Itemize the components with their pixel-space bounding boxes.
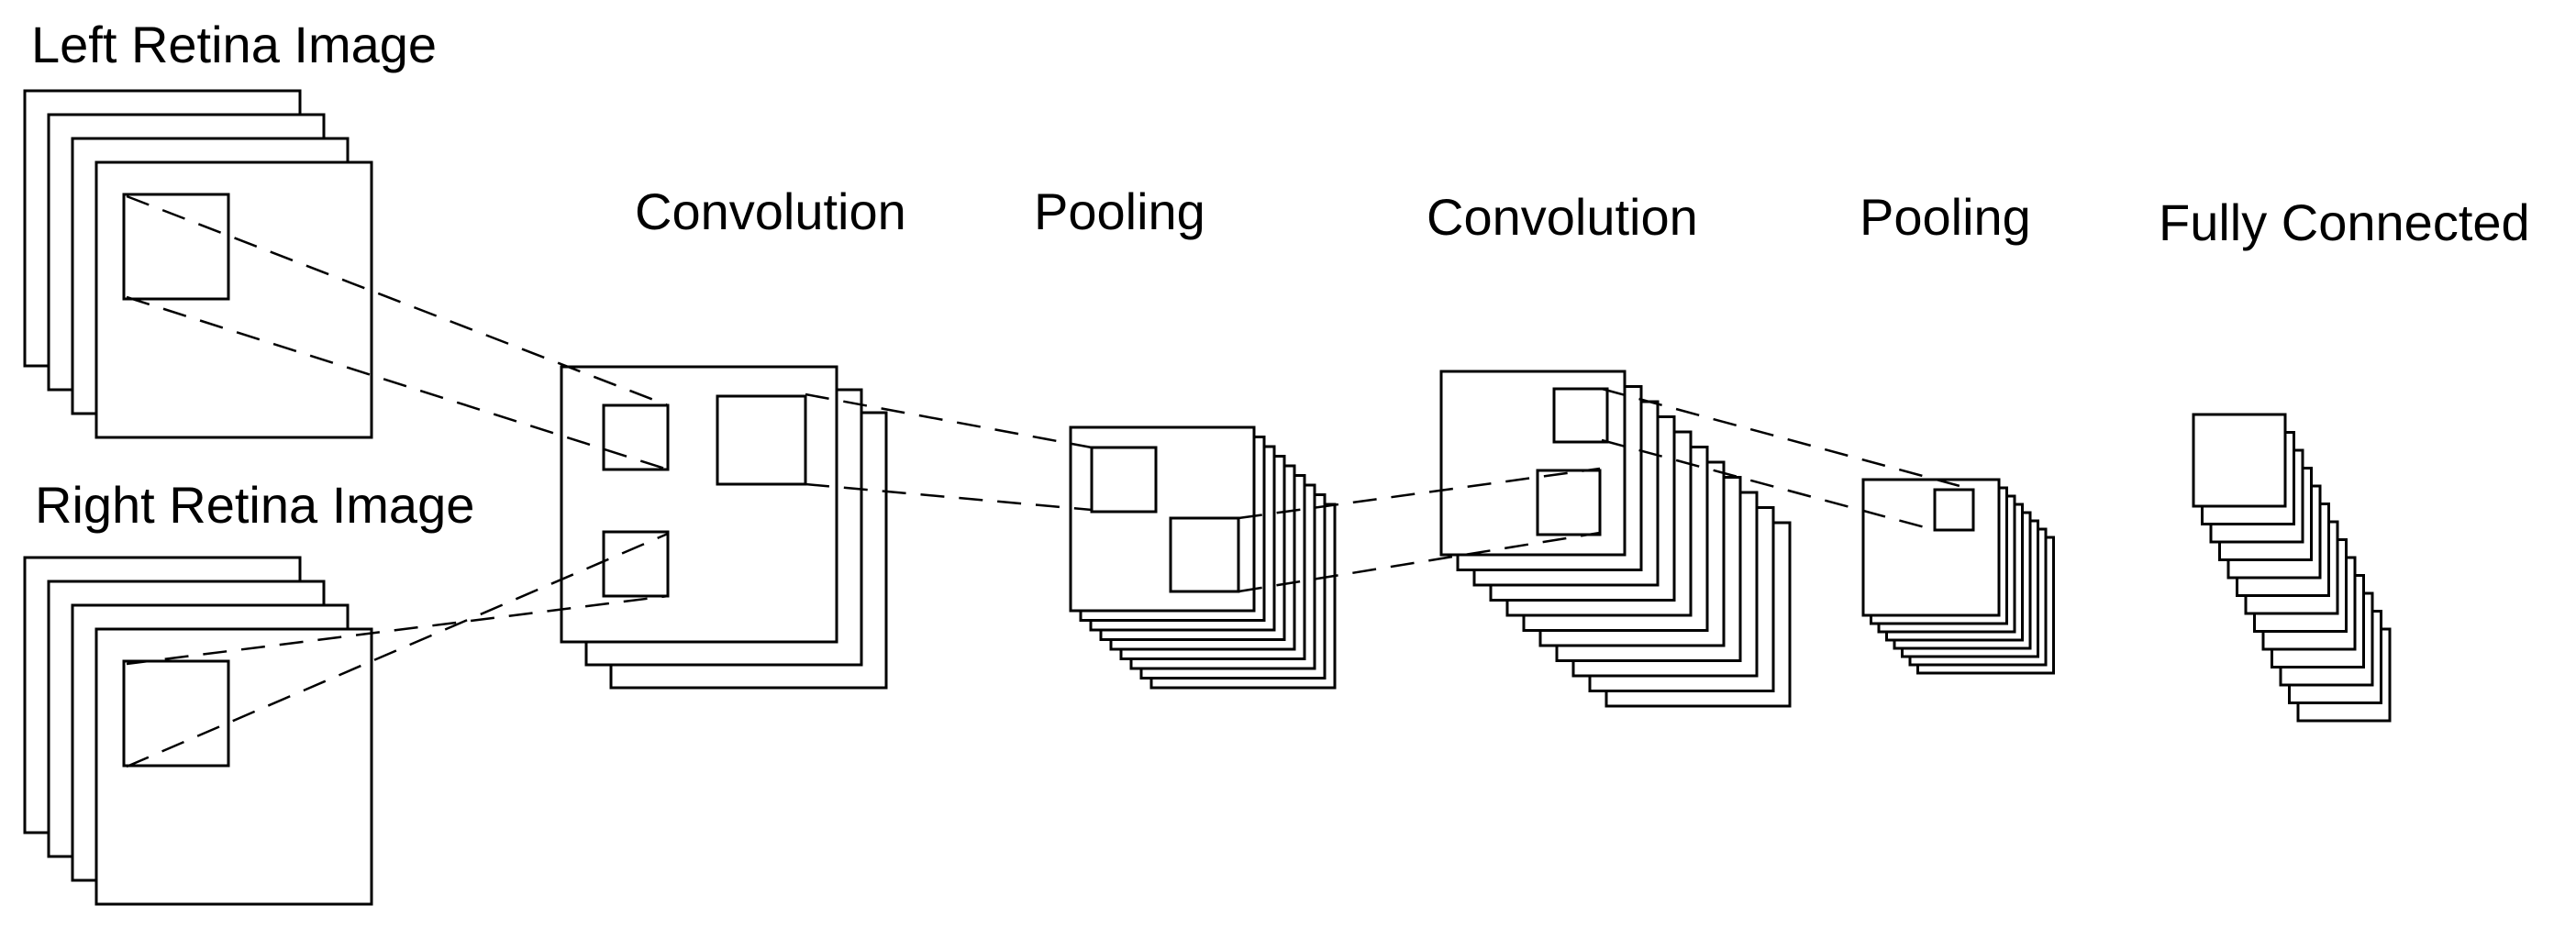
conv2-window-top <box>1552 387 1609 444</box>
right-retina-window <box>122 659 230 768</box>
connector-pool1-conv2-top <box>1238 467 1601 520</box>
fully-connected-layer-stack <box>2192 413 2392 723</box>
connector-right-retina-bottom <box>126 594 669 666</box>
convolution-label-2: Convolution <box>1427 188 1698 246</box>
left-retina-label: Left Retina Image <box>31 16 437 73</box>
left-retina-window <box>122 193 230 301</box>
connector-left-retina-bottom <box>126 295 669 471</box>
pool2-window <box>1933 488 1975 532</box>
receptive-field-windows <box>122 193 1975 768</box>
conv1-window-left-input <box>602 403 670 471</box>
connector-conv1-pool1-top <box>805 392 1093 449</box>
fully-connected-label: Fully Connected <box>2159 193 2530 251</box>
convolution-label-1: Convolution <box>635 182 906 240</box>
conv1-window-right-input <box>602 530 670 598</box>
dashed-connector-lines <box>126 194 1974 768</box>
connector-pool1-conv2-bottom <box>1238 531 1601 593</box>
pooling-1-feature-maps <box>1069 425 1337 690</box>
pooling-label-1: Pooling <box>1034 182 1205 240</box>
right-retina-label: Right Retina Image <box>35 476 474 534</box>
conv1-window-to-pool <box>716 394 807 486</box>
convolution-2-feature-maps <box>1439 370 1792 708</box>
connector-conv2-pool2-top <box>1601 387 1974 492</box>
connector-right-retina-top <box>126 532 669 768</box>
pooling-label-2: Pooling <box>1860 188 2031 246</box>
connector-conv2-pool2-bottom <box>1601 438 1936 532</box>
connector-conv1-pool1-bottom <box>805 482 1093 512</box>
conv2-window-bottom <box>1536 469 1602 536</box>
fc-layer-13 <box>2192 413 2287 508</box>
pool2-layer-8 <box>1861 478 2001 617</box>
pool1-window-in <box>1090 446 1158 514</box>
connector-left-retina-top <box>126 194 669 407</box>
pool1-window-out <box>1169 516 1240 593</box>
